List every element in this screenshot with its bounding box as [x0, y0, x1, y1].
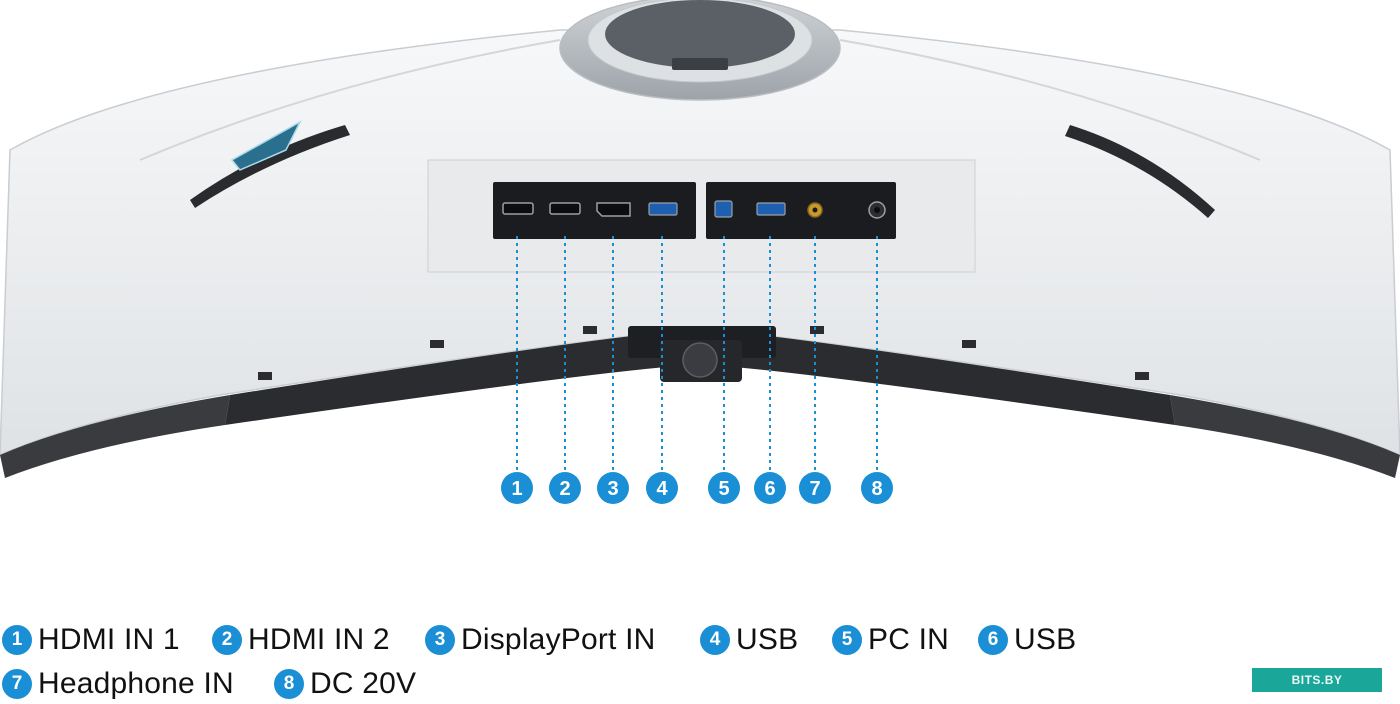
clip-4: [810, 326, 824, 334]
callout-badges: 1 2 3 4 5 6 7 8: [501, 472, 893, 504]
callout-badge-3: [597, 472, 629, 504]
port-panel-left: [493, 182, 696, 239]
body-ridge-left: [139, 39, 561, 161]
joystick-icon: [682, 342, 718, 378]
callout-badge-4-num: 4: [656, 478, 668, 500]
watermark-badge: BITS.BY: [1252, 668, 1382, 692]
callout-badge-4: [646, 472, 678, 504]
callout-badge-2: [549, 472, 581, 504]
callout-badge-6: [754, 472, 786, 504]
clip-3: [583, 326, 597, 334]
clip-5: [962, 340, 976, 348]
port-panel-right: [706, 182, 896, 239]
callout-badge-5-num: 5: [718, 478, 729, 500]
dc-power-pin: [874, 207, 880, 213]
callout-badge-6-num: 6: [764, 478, 775, 500]
stand-mount-tab: [672, 58, 728, 70]
callout-badge-2-num: 2: [559, 478, 570, 500]
callout-badge-8: [861, 472, 893, 504]
hdmi-port-1: [502, 202, 534, 215]
hdmi-port-2: [549, 202, 581, 215]
brand-logo-mark: [230, 120, 302, 171]
usb-b-port: [714, 200, 733, 218]
clip-6: [1135, 372, 1149, 380]
callout-badge-3-num: 3: [607, 478, 618, 500]
callout-badge-7: [799, 472, 831, 504]
usb-port-left: [648, 202, 678, 216]
callout-badge-8-num: 8: [871, 478, 882, 500]
callout-badge-1-num: 1: [511, 478, 522, 500]
headphone-jack-hole: [812, 207, 818, 213]
bottom-edge-right: [1170, 395, 1400, 478]
clip-1: [258, 372, 272, 380]
body-ridge-right: [839, 39, 1261, 161]
callout-badge-1: [501, 472, 533, 504]
accent-slot-left: [190, 125, 350, 208]
callout-badge-7-num: 7: [809, 478, 820, 500]
stand-mount-hole: [605, 0, 795, 68]
clip-2: [430, 340, 444, 348]
usb-port-right: [756, 202, 786, 216]
bottom-edge-left: [0, 395, 230, 478]
displayport-port: [596, 202, 631, 217]
accent-slot-right: [1065, 125, 1215, 218]
callout-badge-5: [708, 472, 740, 504]
